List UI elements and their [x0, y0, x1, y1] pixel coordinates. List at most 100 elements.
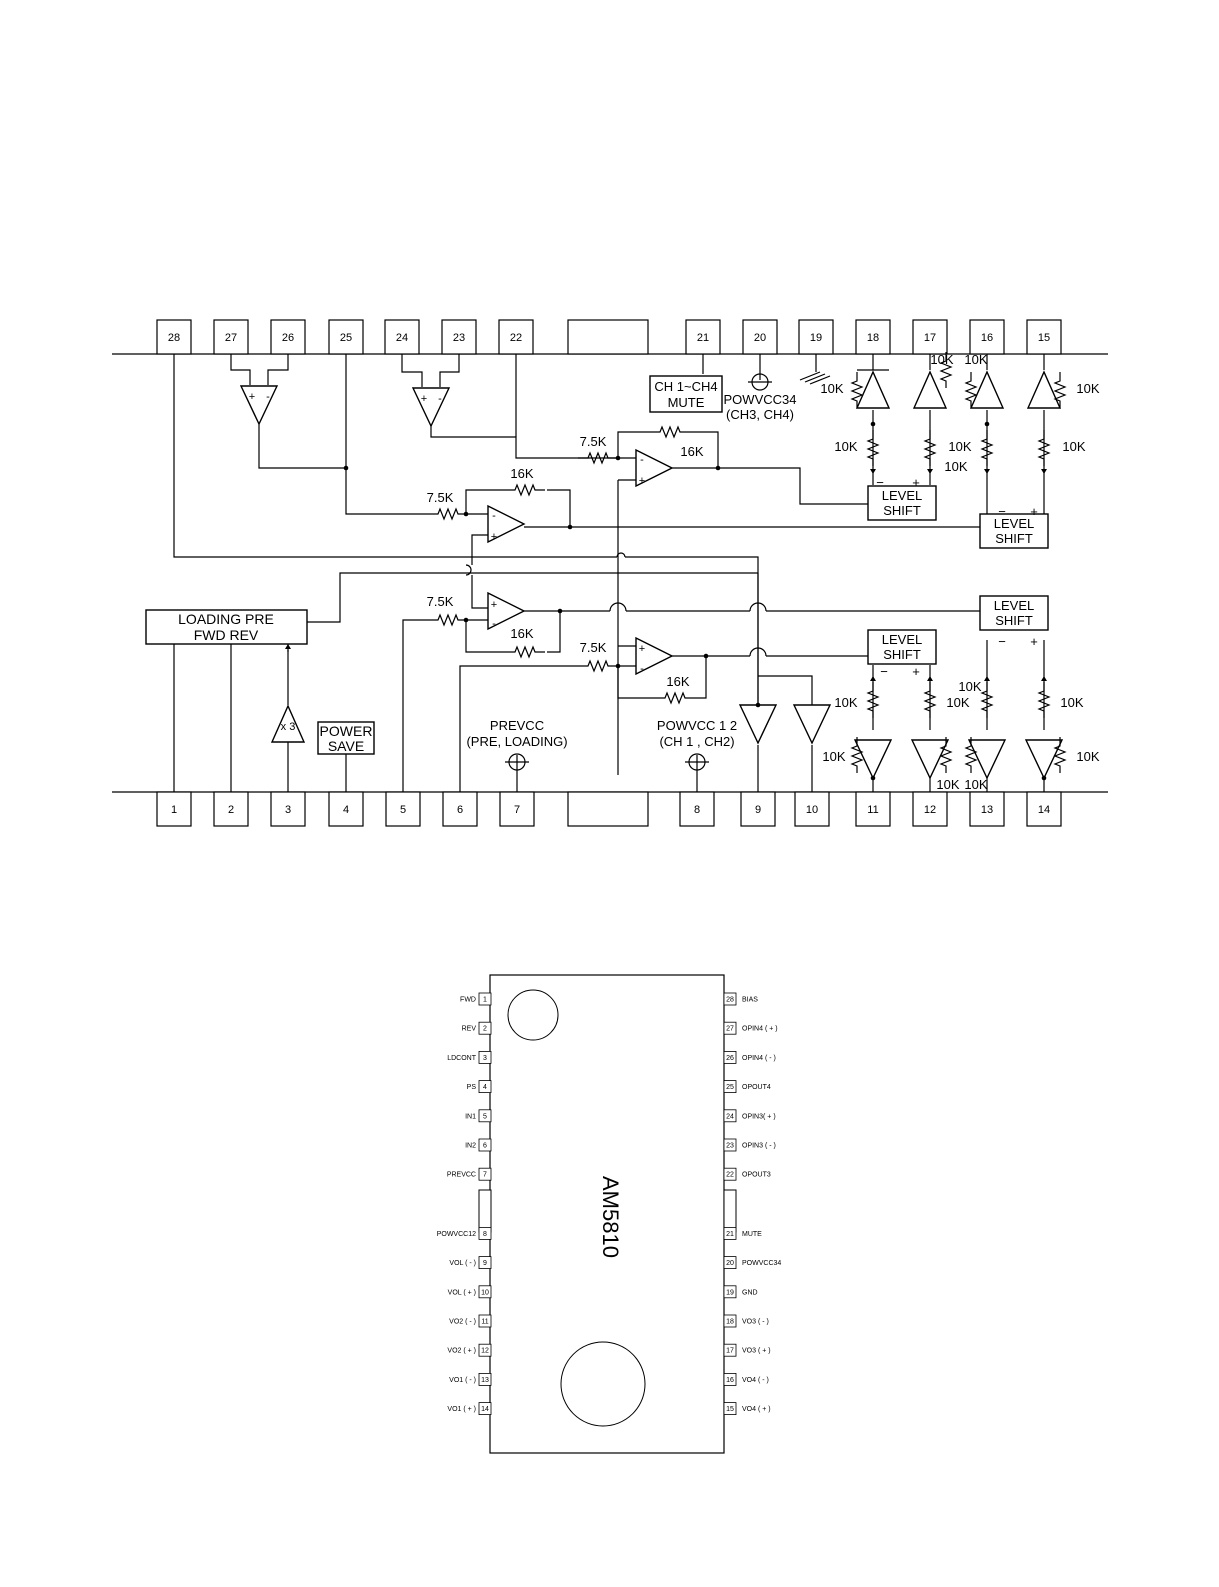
r-label: 16K	[510, 466, 533, 481]
bottom-pin: 2	[213, 791, 249, 827]
polarity: −	[880, 664, 888, 679]
top-pin: 27	[213, 319, 249, 355]
arrows	[285, 469, 1047, 681]
polarity: -	[640, 454, 644, 466]
chip-pin-number: 2	[483, 1026, 487, 1033]
top-pin-number: 18	[867, 332, 879, 344]
polarity: -	[492, 618, 496, 630]
r-label: 7.5K	[580, 434, 607, 449]
polarity: +	[639, 643, 645, 655]
top-pin: 21	[685, 319, 721, 355]
powvcc12-line2: (CH 1 , CH2)	[659, 734, 734, 749]
polarity: −	[876, 475, 884, 490]
chip-pin-name: GND	[742, 1289, 758, 1296]
bottom-pin-number: 7	[514, 804, 520, 816]
chip-pin-name: OPIN4 ( - )	[742, 1055, 776, 1062]
chip-pin-name: REV	[462, 1026, 477, 1033]
chip-pin-number: 21	[726, 1231, 734, 1238]
bottom-pin-number: 9	[755, 804, 761, 816]
top-pin: 19	[798, 319, 834, 355]
r-label: 7.5K	[427, 490, 454, 505]
gain-label: x 3	[281, 721, 296, 733]
bottom-pin: 6	[442, 791, 478, 827]
chip-pin-number: 18	[726, 1319, 734, 1326]
power-save-line1: POWER	[320, 723, 373, 739]
chip-ejector-circle	[560, 1341, 646, 1427]
wire-crossovers	[465, 552, 767, 657]
chip-pin-name: VO2 ( + )	[447, 1348, 476, 1355]
r-label: 10K	[1076, 381, 1099, 396]
r-label: 10K	[820, 381, 843, 396]
chip-pin-number: 12	[481, 1348, 489, 1355]
chip-pin-name: OPOUT4	[742, 1084, 771, 1091]
chip-pin-name: PREVCC	[447, 1172, 476, 1179]
chip-pin-name: OPIN4 ( + )	[742, 1026, 778, 1033]
chip-pin-name: OPIN3( + )	[742, 1113, 776, 1120]
level-shift-line2: SHIFT	[883, 647, 921, 662]
top-pin-number: 26	[282, 332, 294, 344]
bottom-pin-number: 5	[400, 804, 406, 816]
top-pin-number: 24	[396, 332, 408, 344]
bottom-pin-number: 14	[1038, 804, 1050, 816]
powvcc12-line1: POWVCC 1 2	[657, 718, 737, 733]
chip-pin-right: 19 GND	[723, 1285, 758, 1299]
level-shift-line2: SHIFT	[995, 613, 1033, 628]
top-pin-number: 17	[924, 332, 936, 344]
mute-block: CH 1~CH4 MUTE	[649, 375, 723, 413]
chip-pin-name: VO1 ( - )	[449, 1377, 476, 1384]
left-pin-column: 1FWD2REV3LDCONT4PS5IN16IN27PREVCC8POWVCC…	[437, 992, 492, 1415]
powvcc34-line2: (CH3, CH4)	[726, 407, 794, 422]
top-pin-number: 16	[981, 332, 993, 344]
chip-notch-right	[723, 1189, 737, 1233]
polarity: -	[266, 391, 270, 403]
r-label: 16K	[510, 626, 533, 641]
bottom-pin: 1	[156, 791, 192, 827]
top-pin-number: 22	[510, 332, 522, 344]
bottom-pin: 12	[912, 791, 948, 827]
r-label: 10K	[1076, 749, 1099, 764]
chip-pin-number: 14	[481, 1406, 489, 1413]
chip-pin-number: 16	[726, 1377, 734, 1384]
bottom-pin: 5	[385, 791, 421, 827]
diagram-labels: POWVCC34 (CH3, CH4) PREVCC (PRE, LOADING…	[249, 352, 1100, 792]
chip-pin-name: POWVCC34	[742, 1260, 781, 1267]
chip-pin-number: 8	[483, 1231, 487, 1238]
top-pin: 18	[855, 319, 891, 355]
chip-pin-name: VO4 ( + )	[742, 1406, 771, 1413]
r-label: 16K	[666, 674, 689, 689]
chip-pin-name: IN1	[465, 1113, 476, 1120]
power-save-line2: SAVE	[328, 738, 364, 754]
prevcc-line2: (PRE, LOADING)	[466, 734, 567, 749]
polarity: −	[998, 634, 1006, 649]
mute-line1: CH 1~CH4	[654, 379, 717, 394]
chip-pin-name: VO1 ( + )	[447, 1406, 476, 1413]
chip-pin-name: VOL ( + )	[448, 1289, 476, 1296]
chip-pin-number: 19	[726, 1289, 734, 1296]
loading-line2: FWD REV	[194, 627, 259, 643]
bottom-pin: 14	[1026, 791, 1062, 827]
mute-line2: MUTE	[668, 395, 705, 410]
r-label: 10K	[944, 459, 967, 474]
top-pin-number: 28	[168, 332, 180, 344]
bottom-pin-blank	[567, 791, 649, 827]
polarity: +	[1030, 634, 1038, 649]
chip-notch-left	[478, 1189, 492, 1233]
chip-pin-left: 4PS	[467, 1080, 492, 1093]
chip-pin-name: VOL ( - )	[449, 1260, 476, 1267]
top-pin: 25	[328, 319, 364, 355]
loading-line1: LOADING PRE	[178, 611, 274, 627]
bottom-pin: 4	[328, 791, 364, 827]
